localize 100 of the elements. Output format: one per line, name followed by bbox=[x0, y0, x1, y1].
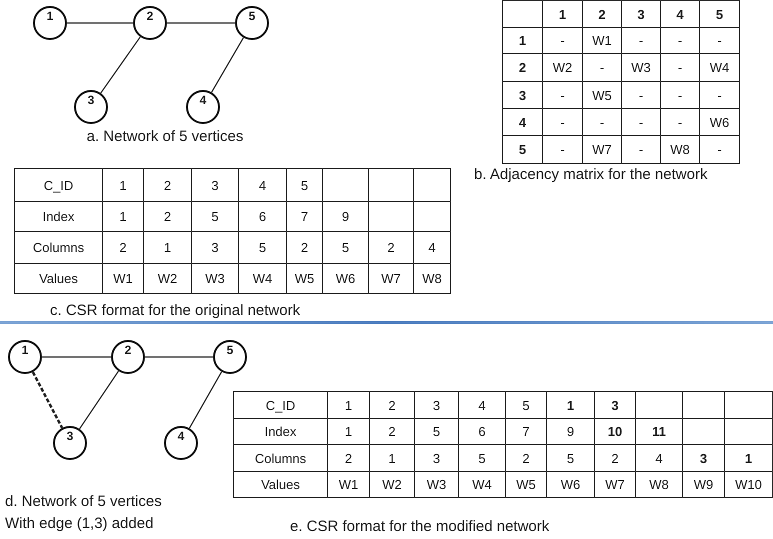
table-cell: W8 bbox=[414, 264, 450, 294]
table-cell: 2 bbox=[370, 392, 414, 418]
table-cell: W9 bbox=[682, 472, 724, 498]
table-cell: 1 bbox=[144, 232, 192, 264]
table-cell: 10 bbox=[594, 418, 636, 444]
table-cell: 1 bbox=[724, 444, 772, 472]
table-cell: C_ID bbox=[14, 168, 102, 202]
edge-line bbox=[167, 22, 235, 24]
vertex-circle: 3 bbox=[53, 426, 87, 460]
vertex-circle: 1 bbox=[33, 6, 67, 40]
table-cell: W5 bbox=[506, 472, 546, 498]
table-cell: Values bbox=[14, 264, 102, 294]
table-cell: - bbox=[582, 108, 622, 136]
table-cell: - bbox=[660, 108, 700, 136]
table-cell: - bbox=[660, 54, 700, 82]
vertex-circle: 3 bbox=[74, 90, 108, 124]
table-cell: C_ID bbox=[234, 392, 328, 418]
table-cell: 2 bbox=[286, 232, 322, 264]
table-cell: - bbox=[542, 82, 582, 108]
table-cell: 5 bbox=[322, 232, 368, 264]
table-cell: 5 bbox=[546, 444, 594, 472]
table-cell: W5 bbox=[286, 264, 322, 294]
table-cell: W3 bbox=[192, 264, 238, 294]
table-cell: - bbox=[542, 108, 582, 136]
vertex-circle: 1 bbox=[8, 340, 42, 374]
table-cell: W10 bbox=[724, 472, 772, 498]
table-cell: - bbox=[542, 28, 582, 54]
table-cell: 1 bbox=[370, 444, 414, 472]
table-cell: 1 bbox=[102, 168, 144, 202]
table-cell: W2 bbox=[370, 472, 414, 498]
table-cell: - bbox=[622, 28, 660, 54]
table-cell: W8 bbox=[636, 472, 682, 498]
table-cell: 1 bbox=[502, 28, 542, 54]
edge-line bbox=[188, 371, 222, 429]
edge-line bbox=[145, 356, 213, 358]
table-cell: 2 bbox=[102, 232, 144, 264]
table-cell: - bbox=[660, 82, 700, 108]
table-cell: W2 bbox=[144, 264, 192, 294]
table-cell: 5 bbox=[238, 232, 286, 264]
table-cell: - bbox=[582, 54, 622, 82]
vertex-circle: 4 bbox=[164, 426, 198, 460]
vertex-circle: 5 bbox=[213, 340, 247, 374]
caption: e. CSR format for the modified network bbox=[290, 518, 550, 535]
table-cell: W1 bbox=[582, 28, 622, 54]
caption: d. Network of 5 vertices With edge (1,3) added bbox=[5, 492, 163, 534]
table-cell: W1 bbox=[328, 472, 370, 498]
edge-line bbox=[100, 36, 141, 94]
edge-line bbox=[32, 371, 64, 429]
table-cell: 2 bbox=[370, 418, 414, 444]
table-cell: Values bbox=[234, 472, 328, 498]
table-cell: 3 bbox=[594, 392, 636, 418]
table-cell: 1 bbox=[542, 0, 582, 28]
table-cell: 4 bbox=[660, 0, 700, 28]
table-cell: 3 bbox=[682, 444, 724, 472]
table-cell: - bbox=[700, 82, 740, 108]
table-cell: Columns bbox=[14, 232, 102, 264]
table-cell: - bbox=[542, 136, 582, 164]
table-cell: 5 bbox=[506, 392, 546, 418]
table-cell: W6 bbox=[546, 472, 594, 498]
table-cell: 4 bbox=[636, 444, 682, 472]
table-cell: 3 bbox=[414, 392, 458, 418]
table-cell: W3 bbox=[414, 472, 458, 498]
vertex-circle: 2 bbox=[133, 6, 167, 40]
table-cell: Index bbox=[234, 418, 328, 444]
table-cell: 5 bbox=[458, 444, 506, 472]
table-cell: 2 bbox=[594, 444, 636, 472]
table-cell: - bbox=[622, 136, 660, 164]
table-cell: 2 bbox=[368, 232, 414, 264]
caption: c. CSR format for the original network bbox=[50, 302, 300, 319]
table-cell: 2 bbox=[506, 444, 546, 472]
table-cell: W2 bbox=[542, 54, 582, 82]
table-cell: 9 bbox=[546, 418, 594, 444]
edge-line bbox=[67, 22, 133, 24]
table-cell: 4 bbox=[458, 392, 506, 418]
table-cell: W6 bbox=[700, 108, 740, 136]
table-cell: W4 bbox=[238, 264, 286, 294]
table-cell: 1 bbox=[546, 392, 594, 418]
table-cell: W7 bbox=[368, 264, 414, 294]
table-cell: W6 bbox=[322, 264, 368, 294]
table-cell: 5 bbox=[700, 0, 740, 28]
table-cell: 2 bbox=[144, 202, 192, 232]
table-cell: W5 bbox=[582, 82, 622, 108]
table-cell: W8 bbox=[660, 136, 700, 164]
edge-line bbox=[42, 356, 111, 358]
table-cell: 1 bbox=[102, 202, 144, 232]
table-cell: 3 bbox=[192, 168, 238, 202]
table-cell: 2 bbox=[502, 54, 542, 82]
table-cell: 3 bbox=[622, 0, 660, 28]
table-cell: 1 bbox=[328, 418, 370, 444]
table-cell: 11 bbox=[636, 418, 682, 444]
table-cell: 7 bbox=[286, 202, 322, 232]
vertex-circle: 4 bbox=[186, 90, 220, 124]
table-cell: Columns bbox=[234, 444, 328, 472]
table-cell: W4 bbox=[700, 54, 740, 82]
table-cell: - bbox=[700, 136, 740, 164]
table-cell: 3 bbox=[414, 444, 458, 472]
table-cell: 1 bbox=[328, 392, 370, 418]
table-cell: - bbox=[622, 82, 660, 108]
table-cell: - bbox=[622, 108, 660, 136]
table-cell: - bbox=[660, 28, 700, 54]
